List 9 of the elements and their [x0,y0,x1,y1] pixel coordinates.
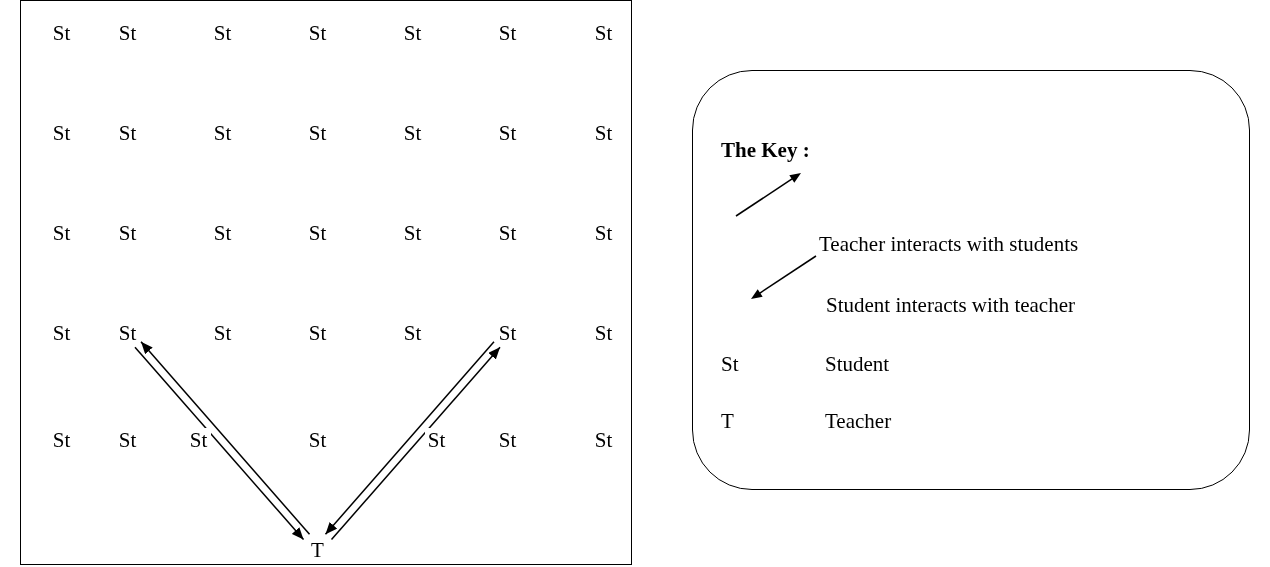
abbreviation-text: T [721,408,734,434]
key-panel [692,70,1250,490]
legend-text: Teacher interacts with students [819,231,1079,257]
key-heading: The Key : [721,137,810,163]
abbreviation-text: St [721,351,739,377]
definition-text: Teacher [825,408,892,434]
legend-text: Student interacts with teacher [826,292,1075,318]
classroom-frame [20,0,632,565]
definition-text: Student [825,351,890,377]
